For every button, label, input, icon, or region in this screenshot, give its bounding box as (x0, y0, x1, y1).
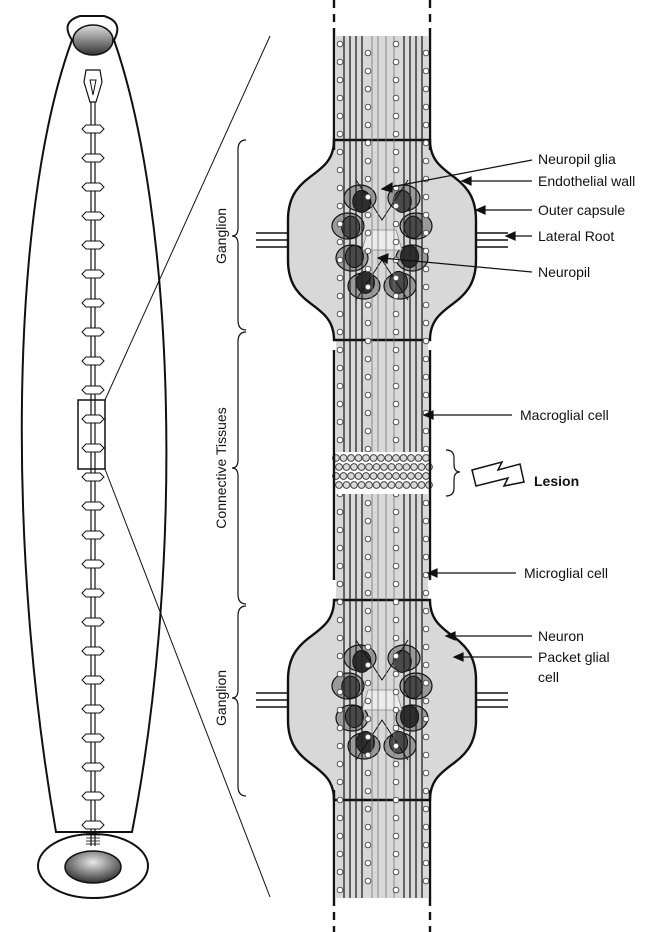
posterior-sucker (65, 851, 121, 883)
label-outer-capsule: Outer capsule (538, 202, 625, 218)
label-lateral-root: Lateral Root (538, 228, 614, 244)
label-connective-tissues: Connective Tissues (213, 407, 229, 528)
label-microglial-cell: Microglial cell (524, 565, 608, 581)
ventral-nerve-cord (82, 102, 104, 846)
lightning-icon (472, 462, 524, 486)
label-ganglion-bottom: Ganglion (213, 670, 229, 726)
label-endothelial-wall: Endothelial wall (538, 173, 635, 189)
label-neuron: Neuron (538, 628, 584, 644)
label-packet-glial-line1: Packet glial (538, 649, 610, 665)
label-lesion: Lesion (534, 473, 579, 489)
label-ganglion-top: Ganglion (213, 208, 229, 264)
lesion-brace (446, 450, 460, 496)
anterior-sucker (73, 25, 113, 55)
leech-body (22, 16, 167, 898)
side-brackets (232, 140, 246, 796)
label-packet-glial-line2: cell (538, 669, 559, 685)
label-macroglial-cell: Macroglial cell (520, 407, 609, 423)
nerve-cord-detail (256, 0, 508, 932)
label-neuropil-glia: Neuropil glia (538, 151, 616, 167)
label-neuropil: Neuropil (538, 264, 590, 280)
